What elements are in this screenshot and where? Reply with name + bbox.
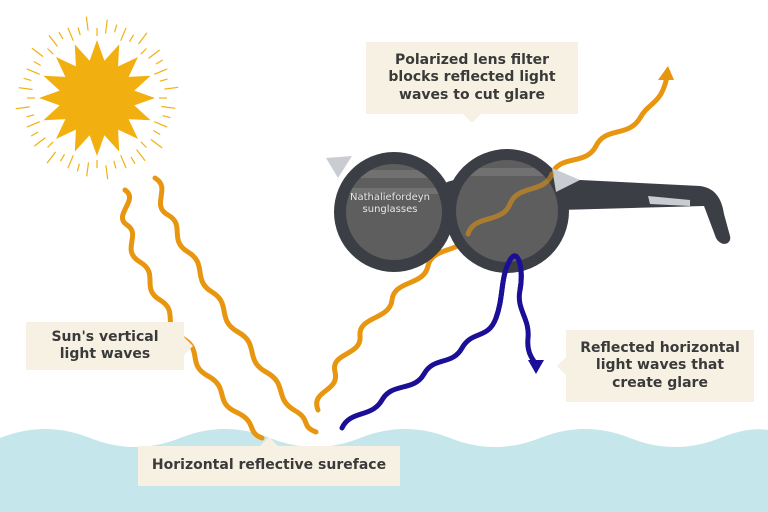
sun-ray xyxy=(130,156,136,165)
sunglasses-icon: Nathaliefordeyn sunglasses xyxy=(326,149,731,273)
sun-core xyxy=(65,66,129,130)
sun-ray xyxy=(128,34,135,43)
sun-ray xyxy=(164,86,179,90)
sun-ray xyxy=(59,153,66,162)
lens-sheen xyxy=(346,170,442,194)
left-lens xyxy=(346,164,442,260)
temple-arm xyxy=(540,178,731,244)
sun-ray xyxy=(58,31,64,40)
sun-ray xyxy=(113,160,117,169)
sun-ray xyxy=(67,27,74,41)
lens-brand-line1: Nathaliefordeyn xyxy=(350,192,430,203)
callout-polarized-text: Polarized lens filter blocks reflected l… xyxy=(388,51,556,103)
sun-ray xyxy=(15,106,30,110)
incident-light-wave xyxy=(119,187,265,441)
incident-light-wave xyxy=(152,175,319,435)
wave-through-lens xyxy=(465,171,555,237)
sun-ray xyxy=(104,19,108,34)
sun-icon xyxy=(15,16,179,180)
sun-ray xyxy=(30,131,39,137)
sun-ray xyxy=(154,121,168,128)
sun-ray xyxy=(155,59,164,65)
sun-ray xyxy=(26,114,35,118)
sun-ray xyxy=(47,48,54,55)
sun-ray xyxy=(67,155,74,169)
callout-vertical-waves: Sun's vertical light waves xyxy=(26,322,193,370)
sun-ray xyxy=(148,49,161,59)
arrowhead xyxy=(528,360,544,374)
sun-ray xyxy=(162,115,171,119)
sun-ray xyxy=(120,155,127,169)
sun-ray xyxy=(47,141,54,148)
sun-ray xyxy=(140,48,147,55)
sun-ray xyxy=(76,163,80,172)
sun-ray xyxy=(26,121,40,128)
reflected-glare-wave xyxy=(339,253,539,431)
sun-ray xyxy=(137,32,148,45)
sun-ray xyxy=(105,165,109,180)
left-hinge xyxy=(326,156,352,178)
callout-reflective-surface: Horizontal reflective sureface xyxy=(138,437,400,486)
sun-ray xyxy=(48,34,58,47)
sun-ray xyxy=(114,24,118,33)
sun-ray xyxy=(152,129,161,136)
lens-brand-line2: sunglasses xyxy=(363,204,418,215)
sun-ray xyxy=(136,149,146,162)
sun-ray xyxy=(33,60,42,67)
right-hinge xyxy=(552,168,580,192)
sun-ray xyxy=(150,138,163,149)
sun-ray xyxy=(86,162,90,177)
blue-wave-lens-segment xyxy=(493,253,524,321)
callout-reflected-waves: Reflected horizontal light waves that cr… xyxy=(557,330,754,402)
sun-ray xyxy=(26,68,40,75)
callout-vertical-text: Sun's vertical light waves xyxy=(51,328,159,363)
callout-reflected-text: Reflected horizontal light waves that cr… xyxy=(580,339,740,391)
sun-ray xyxy=(18,87,33,91)
sun-ray xyxy=(33,137,46,147)
sun-ray xyxy=(46,151,57,164)
sun-ray xyxy=(77,27,81,36)
sun-ray xyxy=(161,105,176,109)
sun-ray xyxy=(154,68,168,75)
sun-ray xyxy=(140,141,147,148)
sun-ray xyxy=(120,27,127,41)
callout-polarized-lens: Polarized lens filter blocks reflected l… xyxy=(366,42,578,123)
lens-sheen xyxy=(456,168,558,176)
sun-ray xyxy=(85,16,89,31)
sun-ray xyxy=(159,78,168,82)
sun-ray xyxy=(31,47,44,58)
arrowhead xyxy=(658,66,674,80)
temple-accent xyxy=(648,196,690,206)
callout-surface-text: Horizontal reflective sureface xyxy=(151,457,387,474)
sun-ray xyxy=(23,77,32,81)
